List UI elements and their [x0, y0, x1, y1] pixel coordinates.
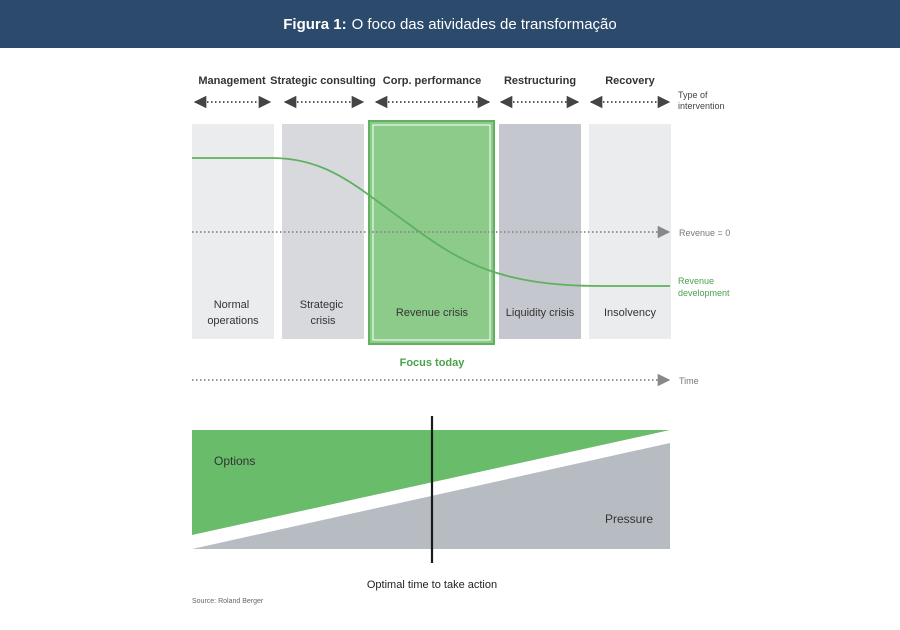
revenue-development-label: Revenue development — [678, 276, 730, 298]
focus-today-label: Focus today — [400, 357, 466, 369]
intervention-recovery: Recovery — [605, 75, 655, 87]
time-axis-label: Time — [679, 376, 699, 386]
phase-label-liquidity-crisis: Liquidity crisis — [506, 307, 575, 319]
optimal-action-label: Optimal time to take action — [367, 579, 497, 591]
phase-label-strategic-crisis: Strategic crisis — [300, 299, 346, 327]
intervention-corp-performance: Corp. performance — [383, 75, 481, 87]
pressure-label: Pressure — [605, 512, 653, 526]
figure-title: O foco das atividades de transformação — [351, 15, 617, 33]
phase-label-normal-operations: Normal operations — [207, 299, 259, 327]
phase-label-revenue-crisis: Revenue crisis — [396, 307, 469, 319]
transformation-diagram: Management Strategic consulting Corp. pe… — [192, 75, 730, 605]
revenue-zero-label: Revenue = 0 — [679, 228, 730, 238]
intervention-strategic-consulting: Strategic consulting — [270, 75, 376, 87]
options-label: Options — [214, 454, 255, 468]
figure-header: Figura 1: O foco das atividades de trans… — [0, 0, 900, 48]
intervention-management: Management — [198, 75, 266, 87]
intervention-restructuring: Restructuring — [504, 75, 576, 87]
revenue-development-curve — [192, 157, 670, 287]
phase-label-insolvency: Insolvency — [604, 307, 656, 319]
source-note: Source: Roland Berger — [192, 598, 264, 605]
type-of-intervention-label: Type of intervention — [678, 90, 725, 111]
figure-number: Figura 1: — [283, 15, 347, 33]
